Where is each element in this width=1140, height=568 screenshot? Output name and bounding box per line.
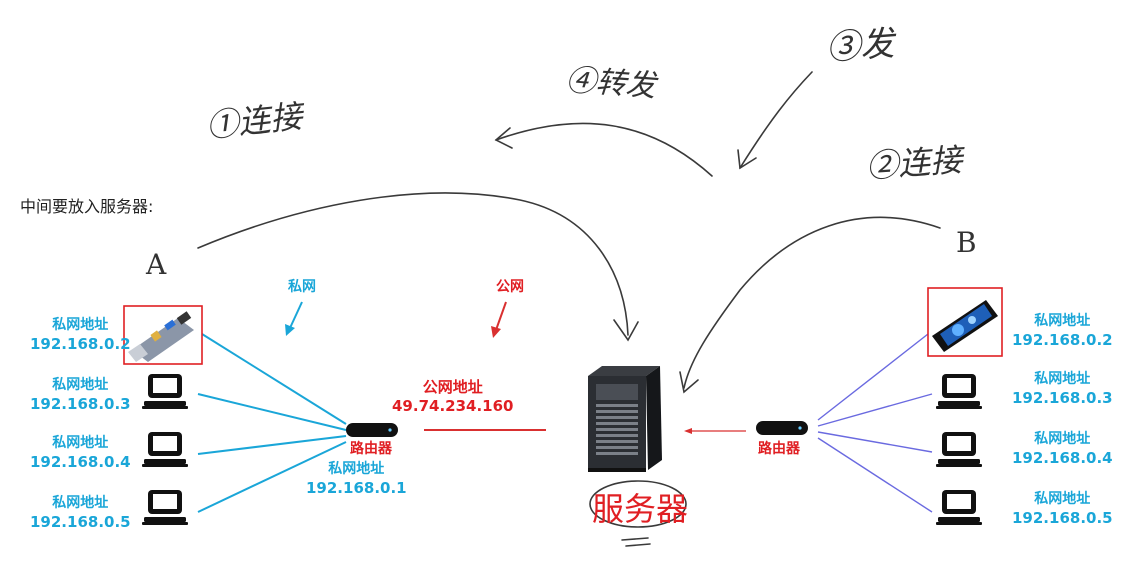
server-icon <box>588 366 662 472</box>
router-icon <box>756 421 808 435</box>
laptop-icon <box>142 490 188 525</box>
laptop-icon <box>142 432 188 467</box>
send-arrow <box>739 71 813 169</box>
server-label: 服务器 <box>592 490 689 528</box>
host-b-label: B <box>956 226 977 259</box>
phone-icon <box>932 300 998 352</box>
right-router-label: 路由器 <box>758 441 800 457</box>
host-a-label: A <box>146 248 167 281</box>
right-private-links <box>817 333 933 513</box>
left-router-label: 路由器 <box>350 441 392 457</box>
usb-device-icon <box>128 311 194 362</box>
private-net-label: 私网 <box>288 279 316 295</box>
laptop-icon <box>936 490 982 525</box>
router-icon <box>346 423 398 437</box>
connect-arrow-a <box>197 192 629 336</box>
left-private-links <box>197 333 347 513</box>
highlight-box-right <box>927 287 1003 357</box>
highlight-box-left <box>123 305 203 365</box>
handwritten-arrows <box>197 71 941 547</box>
server-router-arrowhead <box>684 428 692 434</box>
public-net-label: 公网 <box>496 279 524 295</box>
public-net-pointer-arrow <box>491 301 507 338</box>
laptop-icon <box>936 432 982 467</box>
annotation-step3: ③发 <box>824 23 896 69</box>
laptop-icon <box>936 374 982 409</box>
section-heading: 中间要放入服务器: <box>20 197 154 216</box>
connect-arrow-b <box>683 216 941 389</box>
laptop-icon <box>142 374 188 409</box>
private-net-pointer-arrow <box>285 301 303 336</box>
annotation-step2: ②连接 <box>864 140 964 186</box>
annotation-step4: ④转发 <box>564 62 657 105</box>
server-circle <box>589 480 687 528</box>
forward-arrow <box>495 122 713 177</box>
